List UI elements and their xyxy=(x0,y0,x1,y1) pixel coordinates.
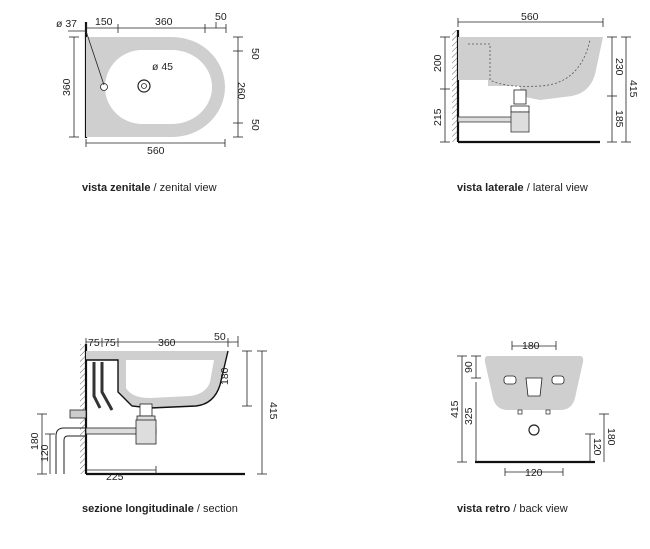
dim-sec-top-50: 50 xyxy=(214,331,226,343)
dim-back-bottom-120: 120 xyxy=(525,467,543,479)
caption-lateral: vista laterale / lateral view xyxy=(457,182,588,194)
dim-back-left-325: 325 xyxy=(463,407,475,425)
bidet-side-body xyxy=(458,37,603,100)
caption-section-rest: / section xyxy=(193,503,238,515)
dim-right-50-top: 50 xyxy=(249,48,261,60)
lateral-view: 560 200 215 230 415 185 xyxy=(432,11,639,144)
wall-hatch xyxy=(452,30,458,142)
dim-lat-top-560: 560 xyxy=(521,11,539,23)
drain-hole xyxy=(137,79,151,93)
caption-section-bold: sezione longitudinale xyxy=(82,503,194,515)
caption-back-rest: / back view xyxy=(510,503,568,515)
dim-hole-small: ø 37 xyxy=(56,18,77,30)
dim-back-top-180: 180 xyxy=(522,340,540,352)
caption-zenital-bold: vista zenitale xyxy=(82,182,151,194)
bidet-section-body xyxy=(86,351,228,408)
caption-zenital-rest: / zenital view xyxy=(150,182,217,194)
dim-left-360: 360 xyxy=(61,78,73,96)
caption-back: vista retro / back view xyxy=(457,503,568,515)
dim-back-left-415: 415 xyxy=(449,400,461,418)
dim-back-right-180: 180 xyxy=(605,428,617,446)
dim-sec-left-180: 180 xyxy=(29,432,41,450)
dim-lat-right-185: 185 xyxy=(613,110,625,128)
back-view: 180 90 415 325 120 180 120 xyxy=(449,340,617,479)
dim-lat-left-200: 200 xyxy=(432,54,444,72)
dim-back-right-120: 120 xyxy=(591,438,603,456)
dim-back-left-90: 90 xyxy=(463,361,475,373)
caption-zenital: vista zenitale / zenital view xyxy=(82,182,217,194)
dim-top-360: 360 xyxy=(155,16,173,28)
dim-sec-top-75a: 75 xyxy=(88,337,100,349)
caption-section: sezione longitudinale / section xyxy=(82,503,238,515)
dim-sec-right-415: 415 xyxy=(267,402,279,420)
dim-bottom-560: 560 xyxy=(147,145,165,157)
dim-lat-right-415: 415 xyxy=(627,80,639,98)
dim-top-50: 50 xyxy=(215,11,227,23)
dim-sec-top-360: 360 xyxy=(158,337,176,349)
dim-sec-right-180: 180 xyxy=(219,367,231,385)
dim-lat-left-215: 215 xyxy=(432,108,444,126)
small-hole xyxy=(100,83,108,91)
dim-top-150: 150 xyxy=(95,16,113,28)
dim-right-50-bottom: 50 xyxy=(249,119,261,131)
dim-sec-bottom-225: 225 xyxy=(106,471,124,483)
back-drain-hole xyxy=(528,424,540,436)
dim-lat-right-230: 230 xyxy=(613,58,625,76)
caption-lateral-rest: / lateral view xyxy=(523,182,588,194)
section-view: 75 75 360 50 180 415 180 120 225 xyxy=(29,331,279,483)
zenital-view: ø 37 ø 45 150 360 50 50 260 50 360 560 xyxy=(56,11,261,157)
dim-sec-top-75b: 75 xyxy=(104,337,116,349)
dim-right-260: 260 xyxy=(235,82,247,100)
dim-hole-big: ø 45 xyxy=(152,61,173,73)
section-wall-hatch xyxy=(80,344,86,474)
caption-lateral-bold: vista laterale xyxy=(457,182,524,194)
dim-sec-left-120: 120 xyxy=(39,444,51,462)
bidet-bowl xyxy=(105,50,212,124)
caption-back-bold: vista retro xyxy=(457,503,511,515)
